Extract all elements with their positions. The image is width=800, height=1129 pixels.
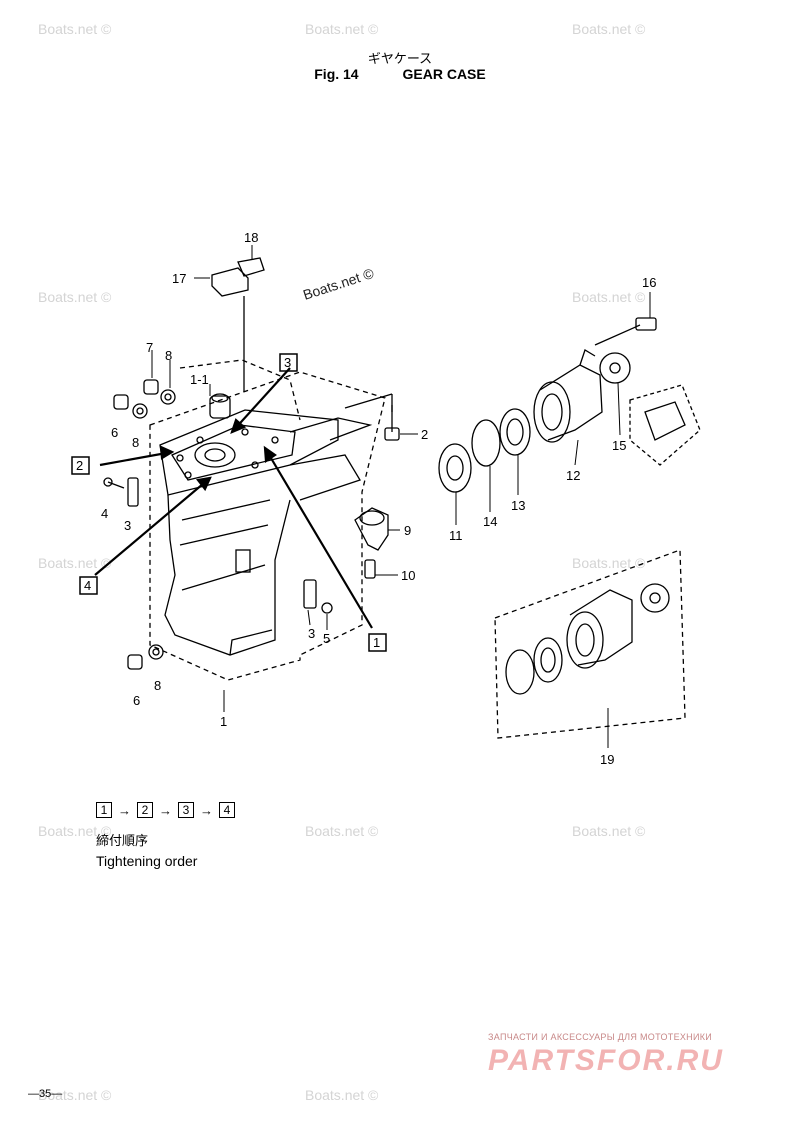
order-box-3-frame bbox=[279, 353, 298, 372]
legend-step-4: 4 bbox=[219, 802, 235, 818]
callout-7: 7 bbox=[146, 340, 153, 355]
watermark: Boats.net © bbox=[301, 265, 376, 303]
seal-part bbox=[644, 401, 686, 441]
callout-labels: 1 1-1 2 3 3 4 5 6 6 7 8 8 8 9 10 11 12 1… bbox=[101, 230, 656, 767]
watermark: Boats.net © bbox=[305, 823, 379, 839]
callout-3: 3 bbox=[124, 518, 131, 533]
watermark: Boats.net © bbox=[38, 555, 112, 571]
tightening-order-sequence: 1 → 2 → 3 → 4 bbox=[96, 800, 235, 820]
order-box-2-frame bbox=[71, 456, 90, 475]
callout-3: 3 bbox=[308, 626, 315, 641]
figure-name: GEAR CASE bbox=[402, 66, 486, 82]
watermark: Boats.net © bbox=[305, 21, 379, 37]
callout-8: 8 bbox=[132, 435, 139, 450]
callout-10: 10 bbox=[401, 568, 415, 583]
callout-11: 11 bbox=[449, 528, 463, 543]
title-japanese: ギヤケース bbox=[367, 52, 433, 67]
legend-step-2: 2 bbox=[137, 802, 153, 818]
order-box-1: 1 bbox=[373, 635, 380, 650]
bracket-part bbox=[303, 579, 333, 614]
watermark: Boats.net © bbox=[572, 823, 646, 839]
callout-9: 9 bbox=[404, 523, 411, 538]
order-box-4-frame bbox=[79, 576, 98, 595]
screw-part bbox=[103, 477, 139, 507]
legend-caption-japanese: 締付順序 bbox=[96, 834, 149, 849]
watermark: Boats.net © bbox=[572, 555, 646, 571]
bolt-part bbox=[344, 393, 400, 441]
legend-step-3: 3 bbox=[178, 802, 194, 818]
callout-19: 19 bbox=[600, 752, 614, 767]
propeller-shaft-housing bbox=[438, 317, 657, 493]
callout-14: 14 bbox=[483, 514, 497, 529]
leader-lines bbox=[151, 245, 651, 748]
brand-logo: ЗАПЧАСТИ И АКСЕССУАРЫ ДЛЯ МОТОТЕХНИКИ PA… bbox=[488, 1032, 724, 1078]
callout-13: 13 bbox=[511, 498, 525, 513]
callout-12: 12 bbox=[566, 468, 580, 483]
watermark: Boats.net © bbox=[38, 823, 112, 839]
watermark: Boats.net © bbox=[38, 1087, 112, 1103]
bolt-part bbox=[127, 644, 164, 670]
callout-15: 15 bbox=[612, 438, 626, 453]
arrow-right-icon: → bbox=[118, 802, 131, 818]
callout-1: 1 bbox=[220, 714, 227, 729]
order-box-4: 4 bbox=[84, 578, 91, 593]
damper-part bbox=[209, 393, 231, 419]
figure-title: Fig. 14 GEAR CASE bbox=[0, 66, 800, 82]
figure-number: Fig. 14 bbox=[314, 66, 359, 82]
order-box-1-frame bbox=[368, 633, 387, 652]
callout-8: 8 bbox=[154, 678, 161, 693]
legend-caption: Tightening order bbox=[96, 853, 198, 869]
subassembly-outline-dashed bbox=[179, 359, 301, 421]
callout-5: 5 bbox=[323, 631, 330, 646]
callout-17: 17 bbox=[172, 271, 186, 286]
watermark: Boats.net © bbox=[38, 21, 112, 37]
callout-1-1: 1-1 bbox=[190, 372, 209, 387]
callout-8: 8 bbox=[165, 348, 172, 363]
brand-name: PARTSFOR.RU bbox=[488, 1044, 724, 1077]
callout-2: 2 bbox=[421, 427, 428, 442]
order-box-3: 3 bbox=[284, 355, 291, 370]
kit-outline-dashed bbox=[494, 549, 686, 739]
legend-step-1: 1 bbox=[96, 802, 112, 818]
arrow-right-icon: → bbox=[159, 802, 172, 818]
watermark: Boats.net © bbox=[572, 289, 646, 305]
assembly-outline-dashed bbox=[149, 371, 386, 681]
anode-part bbox=[354, 507, 389, 579]
watermarks: Boats.net © Boats.net © Boats.net © Boat… bbox=[38, 21, 646, 1103]
clip-part bbox=[211, 257, 265, 392]
detail-outline-dashed bbox=[629, 384, 701, 466]
watermark: Boats.net © bbox=[38, 289, 112, 305]
bolt-part bbox=[113, 379, 176, 419]
watermark: Boats.net © bbox=[572, 21, 646, 37]
arrow-right-icon: → bbox=[200, 802, 213, 818]
tightening-order-legend: 1 → 2 → 3 → 4 締付順序 Tightening order bbox=[96, 800, 235, 869]
callout-4: 4 bbox=[101, 506, 108, 521]
callout-6: 6 bbox=[111, 425, 118, 440]
brand-subtitle: ЗАПЧАСТИ И АКСЕССУАРЫ ДЛЯ МОТОТЕХНИКИ bbox=[488, 1032, 713, 1042]
page-number: —35— bbox=[28, 1088, 63, 1100]
gear-case-body bbox=[159, 409, 373, 656]
order-arrows bbox=[94, 367, 373, 629]
callout-6: 6 bbox=[133, 693, 140, 708]
kit-parts bbox=[505, 583, 670, 695]
callout-18: 18 bbox=[244, 230, 258, 245]
callout-16: 16 bbox=[642, 275, 656, 290]
order-box-2: 2 bbox=[76, 458, 83, 473]
watermark: Boats.net © bbox=[305, 1087, 379, 1103]
